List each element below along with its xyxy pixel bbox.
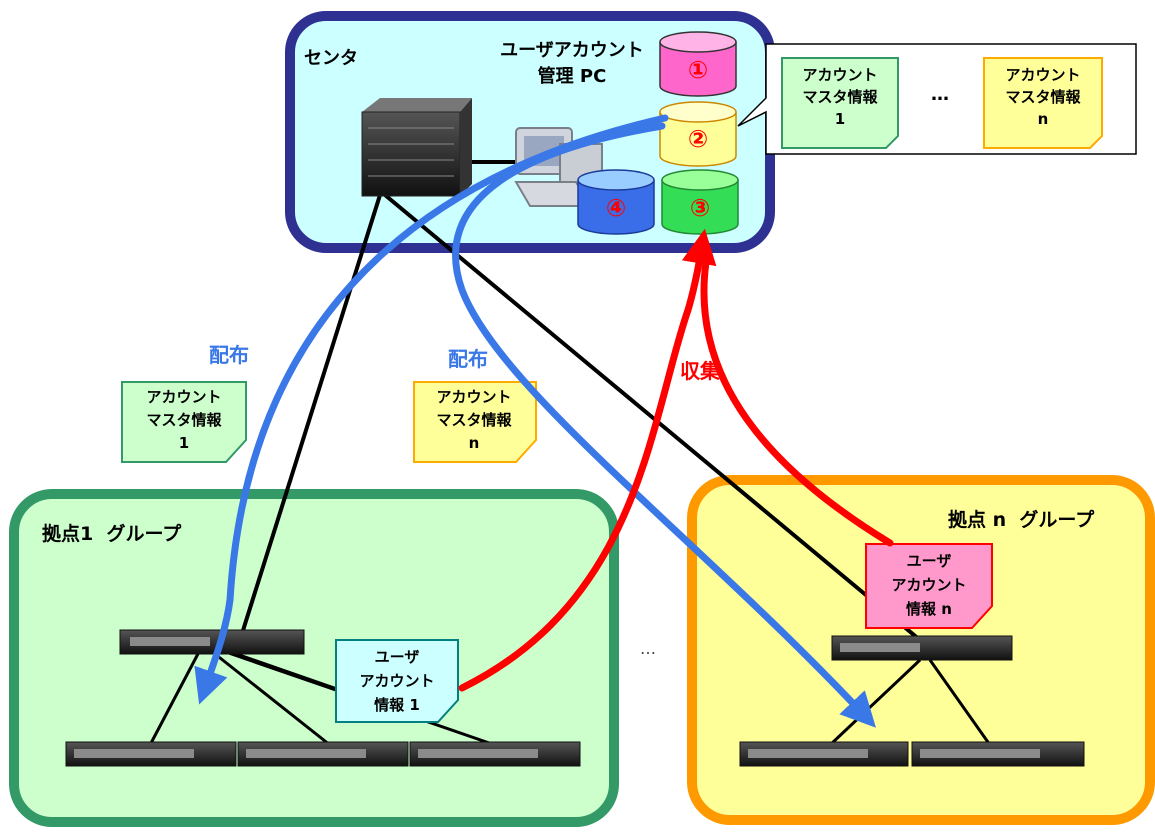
mastern-note-shape: [413, 381, 537, 463]
distribute-label-1: 配布: [209, 343, 249, 367]
switch-groupn-core: [831, 635, 1013, 661]
between-groups-ellipsis: …: [640, 639, 656, 658]
switch-group1-b: [237, 741, 409, 767]
db3-icon: [661, 169, 739, 235]
mastern-note-line2: マスタ情報: [436, 411, 512, 429]
callout-note-1-line1: アカウント: [802, 66, 877, 84]
switch-groupn-b: [911, 741, 1085, 767]
callout-note-1-line3: 1: [835, 110, 845, 128]
master1-note-shape: [121, 381, 247, 463]
mastern-note-line1: アカウント: [436, 388, 511, 406]
db4-icon: [577, 169, 655, 235]
switch-groupn-a: [739, 741, 909, 767]
switch-group1-a: [65, 741, 237, 767]
user1-note-line2: アカウント: [359, 672, 434, 690]
distribute-arrow-2: [452, 122, 876, 728]
collect-arrow-1: [458, 228, 717, 692]
usern-note-line3: 情報 n: [906, 600, 952, 618]
callout-note-1-shape: [781, 57, 899, 149]
collect-label: 収集: [680, 359, 721, 383]
db1-label: ①: [688, 56, 708, 84]
group1-box: [9, 489, 619, 827]
center-title: センタ: [304, 48, 358, 69]
callout-note-n-line2: マスタ情報: [1005, 88, 1081, 106]
pc-label-line2: 管理 PC: [538, 65, 607, 87]
master1-note-line1: アカウント: [146, 388, 221, 406]
mastern-note-line3: n: [469, 434, 480, 452]
collect-arrow-2: [700, 258, 894, 547]
master1-note-line3: 1: [179, 434, 189, 452]
switch-group1-core: [119, 629, 305, 655]
distribute-label-2: 配布: [448, 347, 488, 371]
db2-icon: [659, 101, 737, 167]
callout-note-n-line3: n: [1038, 110, 1049, 128]
user1-note-shape: [335, 639, 459, 723]
callout-note-n-shape: [983, 57, 1103, 149]
callout-ellipsis: …: [931, 84, 949, 105]
db1-icon: [659, 31, 737, 97]
usern-note-line1: ユーザ: [907, 552, 952, 570]
master1-note-line2: マスタ情報: [146, 411, 222, 429]
group1-title: 拠点1 グループ: [42, 522, 182, 545]
usern-note-shape: [865, 543, 993, 629]
user1-note-line1: ユーザ: [375, 648, 420, 666]
user1-note-line3: 情報 1: [374, 696, 420, 714]
server-icon: [361, 98, 472, 197]
callout-note-n-line1: アカウント: [1005, 66, 1080, 84]
groupn-title: 拠点 n グループ: [948, 508, 1095, 531]
db4-label: ④: [606, 194, 626, 222]
pc-label-line1: ユーザアカウント: [500, 40, 644, 61]
network-links: [238, 160, 922, 642]
usern-note-line2: アカウント: [891, 576, 966, 594]
db2-label: ②: [688, 125, 708, 153]
callout-note-1-line2: マスタ情報: [802, 88, 878, 106]
switch-group1-c: [409, 741, 581, 767]
db3-label: ③: [690, 194, 710, 222]
